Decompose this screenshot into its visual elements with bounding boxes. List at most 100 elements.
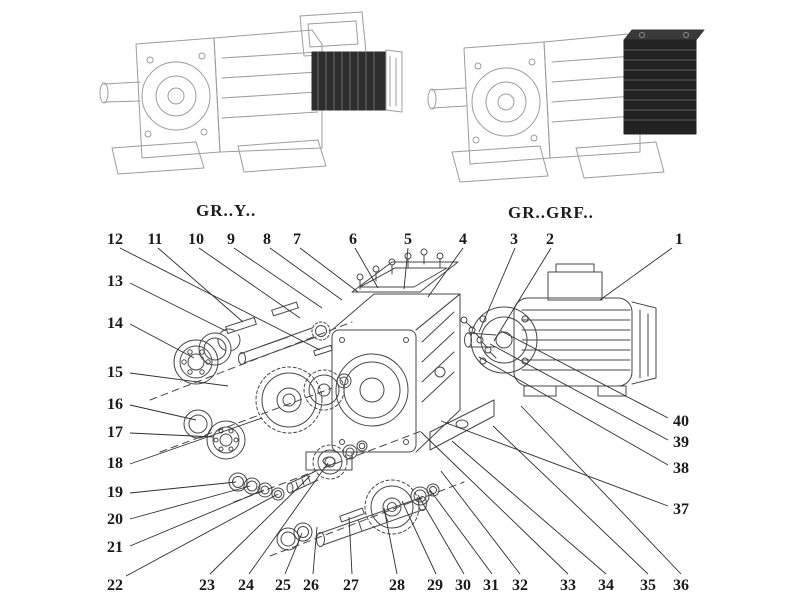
intermediate-gear [303, 369, 352, 411]
callout-number-9: 9 [227, 231, 235, 248]
pinion-gear-set [312, 440, 368, 480]
leader-line-1 [599, 247, 673, 301]
callout-number-28: 28 [389, 577, 405, 594]
leader-line-22 [125, 493, 279, 577]
callout-number-15: 15 [107, 364, 123, 381]
gearbox-housing [305, 293, 495, 471]
callout-number-20: 20 [107, 511, 123, 528]
cover-screws [356, 248, 444, 290]
callout-number-7: 7 [293, 231, 301, 248]
leader-line-4 [427, 247, 464, 298]
leader-line-25 [284, 532, 303, 575]
callout-number-35: 35 [640, 577, 656, 594]
callout-number-32: 32 [512, 577, 528, 594]
leader-line-26 [312, 526, 318, 575]
leader-line-3 [478, 247, 516, 333]
washer-set-left [228, 472, 285, 501]
leader-line-17 [129, 432, 215, 438]
callout-number-24: 24 [238, 577, 254, 594]
callout-number-29: 29 [427, 577, 443, 594]
callout-number-33: 33 [560, 577, 576, 594]
variant-label-gry: GR..Y.. [196, 201, 257, 220]
axis-lines [149, 321, 465, 557]
leader-line-32 [440, 470, 521, 575]
callout-number-30: 30 [455, 577, 471, 594]
leader-line-28 [383, 507, 398, 575]
leader-line-40 [500, 330, 669, 419]
leader-line-16 [129, 404, 197, 421]
shaft-keys [225, 301, 333, 357]
callout-number-31: 31 [483, 577, 499, 594]
leader-line-18 [129, 417, 263, 465]
callout-number-36: 36 [673, 577, 689, 594]
callout-number-25: 25 [275, 577, 291, 594]
splined-stub-shaft [286, 471, 319, 494]
leader-line-37 [440, 420, 669, 507]
leader-line-31 [429, 489, 493, 575]
callout-number-22: 22 [107, 577, 123, 594]
callout-number-16: 16 [107, 396, 123, 413]
leader-line-5 [403, 247, 409, 290]
leader-line-10 [198, 247, 301, 319]
leader-line-39 [489, 343, 669, 441]
leader-line-30 [417, 494, 465, 575]
callout-number-23: 23 [199, 577, 215, 594]
leader-line-19 [129, 481, 237, 494]
callout-number-18: 18 [107, 455, 123, 472]
callout-number-40: 40 [673, 413, 689, 430]
leader-line-23 [209, 475, 311, 575]
leader-line-8 [269, 247, 343, 301]
callout-number-27: 27 [343, 577, 359, 594]
leader-line-13 [129, 282, 227, 332]
callout-number-5: 5 [404, 231, 412, 248]
callout-number-14: 14 [107, 315, 123, 332]
leader-line-34 [451, 440, 607, 575]
callout-number-1: 1 [675, 231, 683, 248]
electric-motor [464, 263, 657, 397]
callout-number-39: 39 [673, 434, 689, 451]
gearmotor-drawing-gry [99, 11, 403, 175]
callout-number-8: 8 [263, 231, 271, 248]
leader-line-35 [492, 425, 649, 575]
callout-number-37: 37 [673, 501, 689, 518]
leader-line-11 [157, 247, 244, 323]
output-shaft-assembly [276, 479, 440, 551]
variant-label-grgrf: GR..GRF.. [508, 203, 594, 222]
callout-number-13: 13 [107, 273, 123, 290]
gearmotor-drawing-grgrf [427, 29, 705, 183]
callout-number-19: 19 [107, 484, 123, 501]
leader-line-29 [401, 500, 437, 575]
callout-number-10: 10 [188, 231, 204, 248]
callout-number-11: 11 [147, 231, 162, 248]
callout-number-3: 3 [510, 231, 518, 248]
motor-bolts [460, 316, 497, 359]
callout-number-4: 4 [459, 231, 467, 248]
leader-line-21 [129, 489, 265, 547]
leader-line-6 [354, 247, 379, 289]
input-shaft [238, 321, 331, 365]
leader-line-36 [520, 405, 682, 575]
leader-line-33 [420, 431, 569, 575]
leader-line-15 [129, 372, 229, 387]
callout-number-2: 2 [546, 231, 554, 248]
leader-line-27 [348, 516, 353, 575]
leader-line-20 [129, 485, 251, 520]
leader-line-9 [233, 247, 323, 309]
callout-number-26: 26 [303, 577, 319, 594]
callout-number-38: 38 [673, 460, 689, 477]
cover-plate [351, 261, 459, 293]
input-bearing-seal [173, 328, 241, 385]
leader-line-24 [248, 462, 329, 575]
leader-line-2 [493, 247, 552, 342]
leader-line-38 [478, 356, 669, 466]
callout-number-21: 21 [107, 539, 123, 556]
leader-line-7 [299, 247, 359, 293]
callout-number-34: 34 [598, 577, 614, 594]
large-gearwheel [255, 366, 323, 434]
spacer-and-bearing [183, 409, 246, 460]
callout-number-6: 6 [349, 231, 357, 248]
callout-number-17: 17 [107, 424, 123, 441]
